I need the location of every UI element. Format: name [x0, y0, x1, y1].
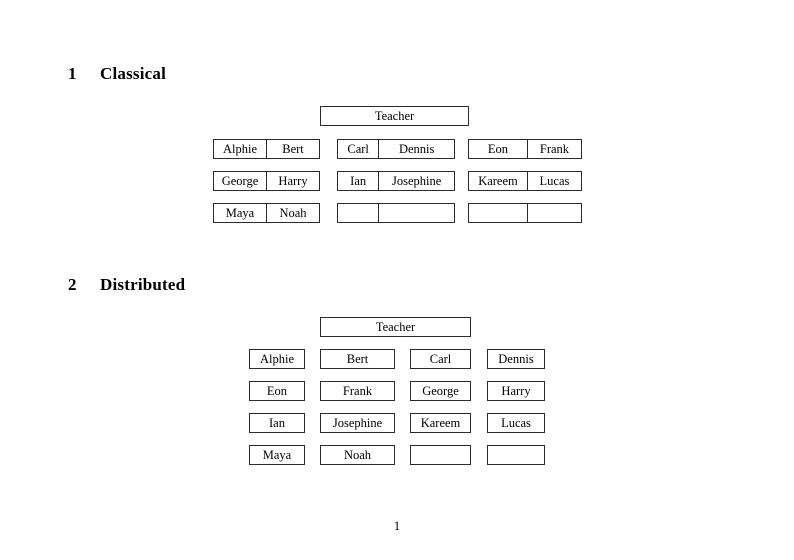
- student-cell: Eon: [469, 140, 528, 158]
- student-box: Dennis: [487, 349, 545, 369]
- student-box: Alphie: [249, 349, 305, 369]
- student-cell: Lucas: [539, 174, 570, 188]
- section-number: 2: [68, 275, 77, 294]
- section-heading-distributed: 2 Distributed: [68, 275, 185, 295]
- student-pair-row: Maya Noah: [213, 203, 320, 223]
- section-heading-classical: 1 Classical: [68, 64, 166, 84]
- student-cell-empty: [469, 204, 528, 222]
- student-cell-empty: [528, 204, 581, 222]
- student-pair-row: Ian Josephine: [337, 171, 455, 191]
- student-cell: Frank: [539, 142, 570, 156]
- section-number: 1: [68, 64, 77, 83]
- student-box: Frank: [320, 381, 395, 401]
- student-pair-row: Carl Dennis: [337, 139, 455, 159]
- student-pair-row: Eon Frank: [468, 139, 582, 159]
- student-pair-row: George Harry: [213, 171, 320, 191]
- student-box-empty: [410, 445, 471, 465]
- student-box: Josephine: [320, 413, 395, 433]
- student-pair-row: Alphie Bert: [213, 139, 320, 159]
- student-pair-row-empty: [337, 203, 455, 223]
- student-cell: Alphie: [214, 140, 267, 158]
- student-cell: Carl: [338, 140, 380, 158]
- student-cell-empty: [338, 204, 380, 222]
- section-title: Distributed: [100, 275, 186, 294]
- teacher-box-distributed: Teacher: [320, 317, 471, 337]
- student-cell: Kareem: [469, 172, 528, 190]
- student-cell: Harry: [278, 174, 308, 188]
- student-cell: Ian: [338, 172, 380, 190]
- student-cell: Dennis: [398, 142, 435, 156]
- student-box: Noah: [320, 445, 395, 465]
- student-box: Eon: [249, 381, 305, 401]
- student-cell: Josephine: [391, 174, 442, 188]
- student-box: Kareem: [410, 413, 471, 433]
- student-cell: Noah: [279, 206, 307, 220]
- student-cell: Bert: [282, 142, 304, 156]
- student-box: Carl: [410, 349, 471, 369]
- student-cell: George: [214, 172, 267, 190]
- student-box: Lucas: [487, 413, 545, 433]
- page-number: 1: [393, 519, 401, 533]
- teacher-box-classical: Teacher: [320, 106, 469, 126]
- student-box-empty: [487, 445, 545, 465]
- student-pair-row: Kareem Lucas: [468, 171, 582, 191]
- student-cell: Maya: [214, 204, 267, 222]
- section-title: Classical: [100, 64, 167, 83]
- student-cell-empty: [379, 204, 454, 222]
- student-box: George: [410, 381, 471, 401]
- student-box: Bert: [320, 349, 395, 369]
- student-box: Maya: [249, 445, 305, 465]
- student-box: Harry: [487, 381, 545, 401]
- student-box: Ian: [249, 413, 305, 433]
- student-pair-row-empty: [468, 203, 582, 223]
